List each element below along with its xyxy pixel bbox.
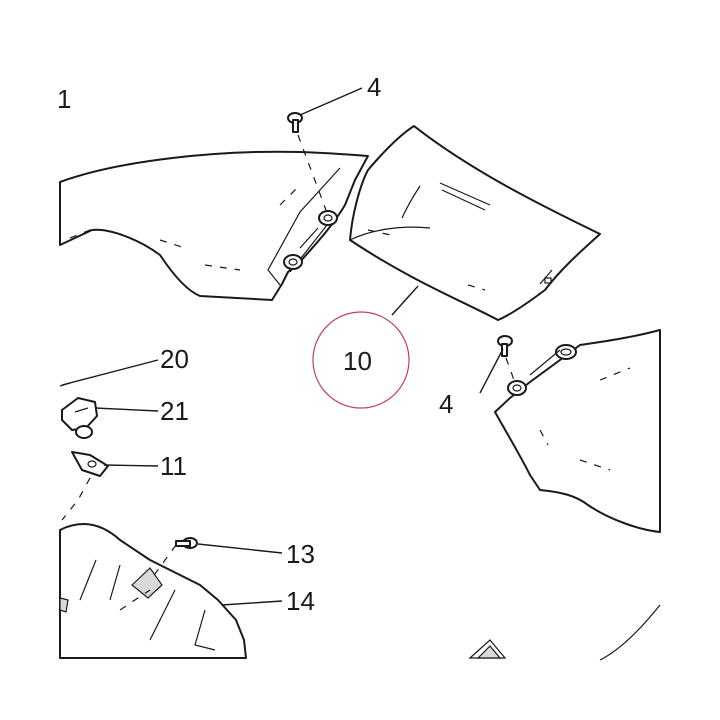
upper-left-fairing: [59, 150, 369, 301]
callout-10: 10: [343, 346, 372, 376]
screw-4-lower: [497, 335, 515, 381]
callout-11: 11: [160, 451, 187, 481]
left-bracket-parts: [59, 382, 109, 521]
callout-13: 13: [286, 539, 315, 569]
callout-20: 20: [160, 344, 189, 374]
highlight-circle: [312, 311, 410, 409]
right-fairing: [468, 329, 661, 661]
callout-4-upper: 4: [367, 72, 381, 102]
callout-21: 21: [160, 396, 189, 426]
windscreen-part: [349, 125, 601, 321]
callout-1: 1: [57, 84, 71, 114]
leader-lines: [61, 87, 504, 606]
callout-14: 14: [286, 586, 315, 616]
callout-4-lower: 4: [439, 389, 453, 419]
screw-4-upper: [287, 112, 327, 211]
lower-left-fairing: [59, 523, 247, 659]
